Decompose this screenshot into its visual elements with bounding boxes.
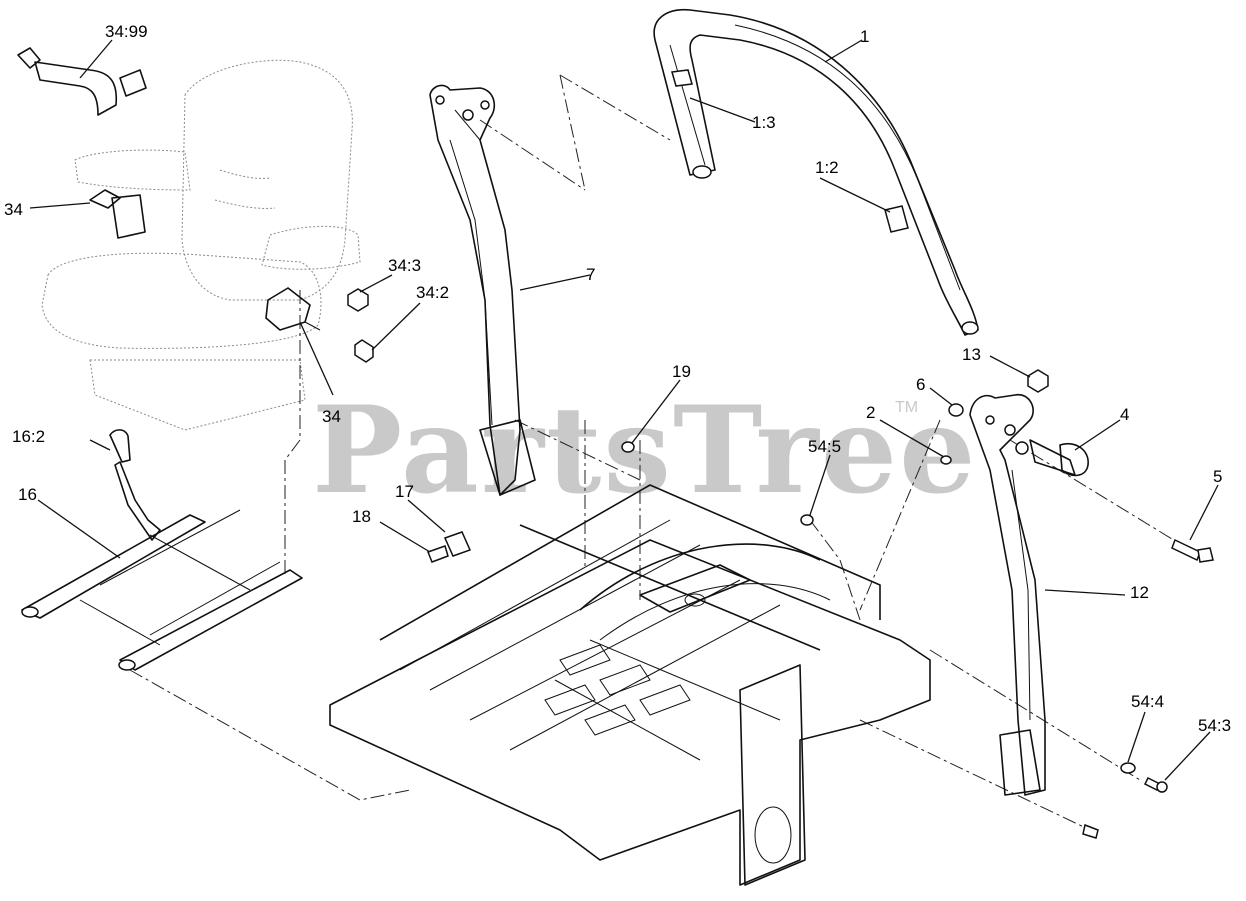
callout-7[interactable]: 7 — [586, 265, 595, 284]
callout-1[interactable]: 1 — [860, 27, 869, 46]
bolt-34-2[interactable] — [354, 339, 374, 363]
mower-main-frame[interactable] — [329, 484, 931, 886]
rops-decal-lower[interactable] — [884, 205, 909, 233]
callout-19[interactable]: 19 — [672, 362, 691, 381]
washer-54-4[interactable] — [1120, 762, 1136, 774]
callout-5[interactable]: 5 — [1213, 467, 1222, 486]
seat-slide-rails[interactable] — [21, 509, 303, 671]
callout-6[interactable]: 6 — [916, 375, 925, 394]
rops-left-post[interactable] — [429, 84, 536, 496]
callout-labels: 34:99 34 34:3 34:2 34 16:2 16 1 1:3 1:2 … — [4, 22, 1231, 735]
callout-54-3[interactable]: 54:3 — [1198, 716, 1231, 735]
watermark-trademark: TM — [895, 399, 918, 416]
callout-54-4[interactable]: 54:4 — [1131, 692, 1164, 711]
callout-54-5[interactable]: 54:5 — [808, 437, 841, 456]
rops-pin-assembly[interactable] — [1015, 439, 1089, 477]
callout-34-99[interactable]: 34:99 — [105, 22, 148, 41]
callout-16[interactable]: 16 — [18, 485, 37, 504]
callout-18[interactable]: 18 — [352, 507, 371, 526]
bolt-54-3[interactable] — [1143, 776, 1168, 793]
watermark-text: PartsTree — [312, 380, 977, 521]
clamp-17[interactable] — [443, 531, 472, 557]
callout-34-2[interactable]: 34:2 — [416, 283, 449, 302]
rops-decal-upper[interactable] — [671, 69, 693, 87]
bolt-18[interactable] — [427, 545, 449, 563]
rops-upper-hoop[interactable] — [653, 8, 979, 336]
assembly-phantom-lines — [129, 74, 1191, 831]
callout-34-lower[interactable]: 34 — [322, 407, 341, 426]
nut-2[interactable] — [940, 455, 952, 465]
callout-13[interactable]: 13 — [962, 345, 981, 364]
callout-34[interactable]: 34 — [4, 200, 23, 219]
callout-16-2[interactable]: 16:2 — [12, 427, 45, 446]
seat-adjust-lever[interactable] — [109, 429, 161, 541]
rops-right-post[interactable] — [969, 394, 1046, 796]
callout-1-2[interactable]: 1:2 — [815, 158, 839, 177]
seat-belt-latch[interactable] — [265, 287, 321, 331]
callout-12[interactable]: 12 — [1130, 583, 1149, 602]
callout-2[interactable]: 2 — [866, 403, 875, 422]
callout-4[interactable]: 4 — [1120, 405, 1129, 424]
washer-6[interactable] — [948, 403, 964, 417]
seat-belt-buckle-strap[interactable] — [17, 47, 147, 116]
nut-13[interactable] — [1027, 369, 1049, 393]
nut-34-3[interactable] — [347, 288, 369, 312]
seat-belt-buckle[interactable] — [89, 189, 146, 239]
seat-ghost — [41, 59, 361, 431]
callout-leaders — [29, 39, 1219, 781]
nut-54-5[interactable] — [800, 514, 814, 526]
callout-17[interactable]: 17 — [395, 482, 414, 501]
bolt-lower[interactable] — [1082, 823, 1099, 839]
watermark: PartsTree TM — [312, 380, 977, 521]
callout-1-3[interactable]: 1:3 — [752, 113, 776, 132]
callout-34-3[interactable]: 34:3 — [388, 256, 421, 275]
nut-19[interactable] — [621, 441, 635, 453]
bolt-5[interactable] — [1171, 538, 1214, 563]
